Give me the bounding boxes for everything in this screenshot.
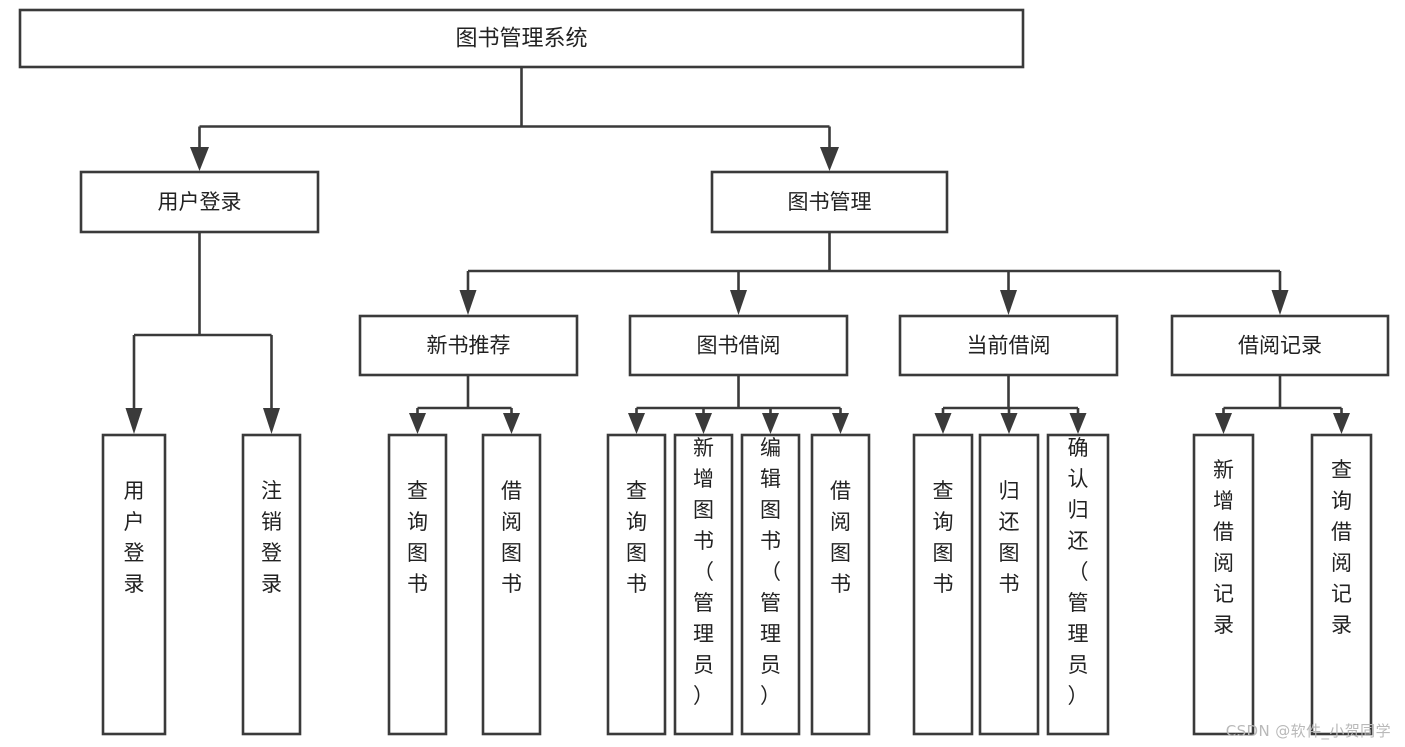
leaf-add-borrow-record-label: 新增借阅记录 [1213,458,1234,637]
node-root-box [18,8,1025,69]
arrow-head-to-current-borrow [1000,290,1017,315]
arrow-head-borrowrecord-leaf-2 [1333,413,1350,434]
leaf-query-book-borrow-label: 查询图书 [626,479,647,596]
arrow-head-root-to-user-login [190,147,209,171]
arrow-head-bookborrow-leaf-1 [628,413,645,434]
leaf-query-book-borrow-box [606,433,667,736]
arrow-head-newbook-leaf-1 [409,413,426,434]
leaf-borrow-book-box [810,433,871,736]
node-user-login[interactable]: 用户登录 [79,170,320,234]
leaf-node-add-book-admin[interactable]: 新增图书（管理员） [673,433,734,736]
arrow-head-currentborrow-leaf-2 [1000,413,1018,434]
leaf-query-borrow-record-box [1310,433,1373,736]
arrow-head-userlogin-leaf-1 [125,408,143,434]
node-borrow-record-label: 借阅记录 [1238,334,1322,358]
arrow-head-root-to-book-manage [820,147,839,171]
node-new-book-recommend-label: 新书推荐 [427,334,511,358]
arrow-head-borrowrecord-leaf-1 [1215,413,1232,434]
leaf-node-query-book-newrec[interactable]: 查询图书 [387,433,448,736]
leaf-node-query-borrow-record[interactable]: 查询借阅记录 [1310,433,1373,736]
arrow-head-bookborrow-leaf-3 [762,413,779,434]
leaf-borrow-book-newrec-box [481,433,542,736]
leaf-borrow-book-label: 借阅图书 [830,479,851,596]
node-root-label: 图书管理系统 [455,27,587,52]
leaf-node-borrow-book[interactable]: 借阅图书 [810,433,871,736]
leaf-return-book-label: 归还图书 [999,479,1020,596]
node-book-manage-box [710,170,949,234]
node-new-book-recommend[interactable]: 新书推荐 [358,314,579,377]
node-book-manage[interactable]: 图书管理 [710,170,949,234]
node-current-borrow[interactable]: 当前借阅 [898,314,1119,377]
node-current-borrow-label: 当前借阅 [967,334,1051,358]
arrow-head-bookborrow-leaf-4 [832,413,849,434]
leaf-borrow-book-newrec-label: 借阅图书 [501,479,522,596]
leaf-query-book-newrec-box [387,433,448,736]
node-current-borrow-box [898,314,1119,377]
leaf-node-borrow-book-newrec[interactable]: 借阅图书 [481,433,542,736]
connector-layer [125,67,1350,434]
leaf-query-borrow-record-label: 查询借阅记录 [1331,458,1352,637]
leaf-node-query-book-borrow[interactable]: 查询图书 [606,433,667,736]
leaf-edit-book-admin-box [740,433,801,736]
leaf-logout-box [241,433,302,736]
node-root-system[interactable]: 图书管理系统 [18,8,1025,69]
arrow-head-to-book-borrow [730,290,747,315]
node-borrow-record-box [1170,314,1390,377]
leaf-add-book-admin-box [673,433,734,736]
node-book-borrow-label: 图书借阅 [697,334,781,358]
leaf-query-book-newrec-label: 查询图书 [407,479,428,596]
leaf-query-book-current-label: 查询图书 [933,479,954,596]
leaf-node-edit-book-admin[interactable]: 编辑图书（管理员） [740,433,801,736]
arrow-head-currentborrow-leaf-3 [1069,413,1087,434]
leaf-query-book-current-box [912,433,974,736]
leaf-logout-label: 注销登录 [261,479,282,596]
arrow-head-to-borrow-record [1271,290,1289,315]
arrow-head-currentborrow-leaf-1 [934,413,952,434]
node-borrow-record[interactable]: 借阅记录 [1170,314,1390,377]
leaf-node-query-book-current[interactable]: 查询图书 [912,433,974,736]
leaf-node-confirm-return-admin[interactable]: 确认归还（管理员） [1046,433,1110,736]
leaf-user-login-label: 用户登录 [124,479,145,596]
leaf-node-logout[interactable]: 注销登录 [241,433,302,736]
node-user-login-box [79,170,320,234]
leaf-add-book-admin-label: 新增图书（管理员） [693,436,714,708]
leaf-edit-book-admin-label: 编辑图书（管理员） [760,436,781,708]
arrow-head-userlogin-leaf-2 [263,408,280,434]
leaf-user-login-box [101,433,167,736]
leaf-add-borrow-record-box [1192,433,1255,736]
node-new-book-recommend-box [358,314,579,377]
arrow-head-to-new-book-rec [459,290,477,315]
node-book-borrow-box [628,314,849,377]
leaf-confirm-return-admin-label: 确认归还（管理员） [1068,436,1089,708]
node-book-borrow[interactable]: 图书借阅 [628,314,849,377]
leaf-confirm-return-admin-box [1046,433,1110,736]
arrow-head-bookborrow-leaf-2 [695,413,712,434]
leaf-node-add-borrow-record[interactable]: 新增借阅记录 [1192,433,1255,736]
leaf-node-return-book[interactable]: 归还图书 [978,433,1040,736]
node-book-manage-label: 图书管理 [788,190,872,214]
leaf-return-book-box [978,433,1040,736]
arrow-head-newbook-leaf-2 [503,413,520,434]
node-user-login-label: 用户登录 [158,190,242,214]
leaf-node-user-login[interactable]: 用户登录 [101,433,167,736]
